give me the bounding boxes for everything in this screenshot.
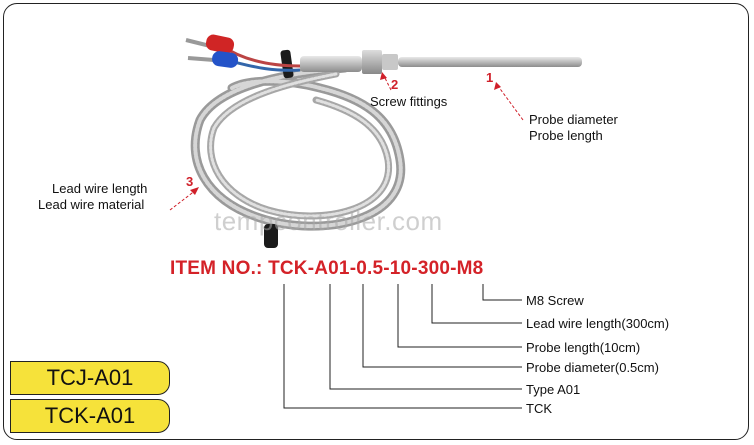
probe-diameter-label: Probe diameter: [529, 112, 618, 127]
screw-number: 2: [391, 77, 399, 92]
model-tab-tcj: TCJ-A01: [10, 361, 170, 395]
breakdown-item: Probe length(10cm): [526, 340, 641, 355]
cable-tie: [264, 224, 278, 248]
item-number: ITEM NO.: TCK-A01-0.5-10-300-M8: [170, 258, 483, 280]
breakdown-item: TCK: [526, 401, 552, 416]
image-frame: [3, 3, 749, 440]
screw-fitting: [300, 50, 398, 74]
screw-fittings-label: Screw fittings: [370, 94, 448, 109]
breakdown-item: Probe diameter(0.5cm): [526, 360, 659, 375]
breakdown-item: M8 Screw: [526, 293, 584, 308]
watermark: tempcontroller.com: [214, 206, 443, 236]
screw-arrow: [383, 75, 392, 91]
braided-cable: [190, 63, 406, 231]
breakdown-item: Lead wire length(300cm): [526, 316, 670, 331]
lead-wire-material-label: Lead wire material: [38, 197, 145, 212]
breakdown-lines: [283, 284, 522, 409]
model-tab-tck: TCK-A01: [10, 399, 170, 433]
probe-arrow: [497, 85, 524, 121]
lead-number: 3: [186, 174, 194, 189]
item-prefix: ITEM NO.:: [170, 258, 263, 279]
breakdown-item: Type A01: [526, 382, 581, 397]
item-code: TCK-A01-0.5-10-300-M8: [268, 258, 484, 279]
lead-arrow: [169, 189, 197, 211]
probe-length-label: Probe length: [529, 128, 603, 143]
terminal-leads: [185, 34, 301, 72]
probe-number: 1: [486, 70, 494, 85]
lead-wire-length-label: Lead wire length: [52, 181, 148, 196]
probe-rod: [398, 57, 582, 67]
